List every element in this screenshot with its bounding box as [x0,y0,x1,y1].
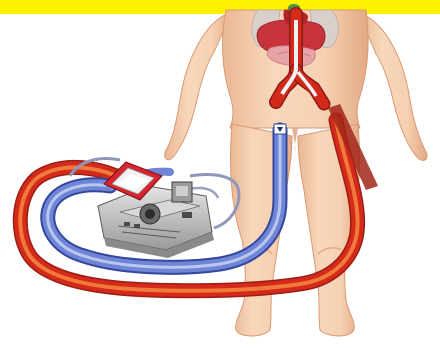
pump-machine-icon [98,182,214,258]
left-arm [165,12,232,160]
groin-shade [292,128,298,152]
